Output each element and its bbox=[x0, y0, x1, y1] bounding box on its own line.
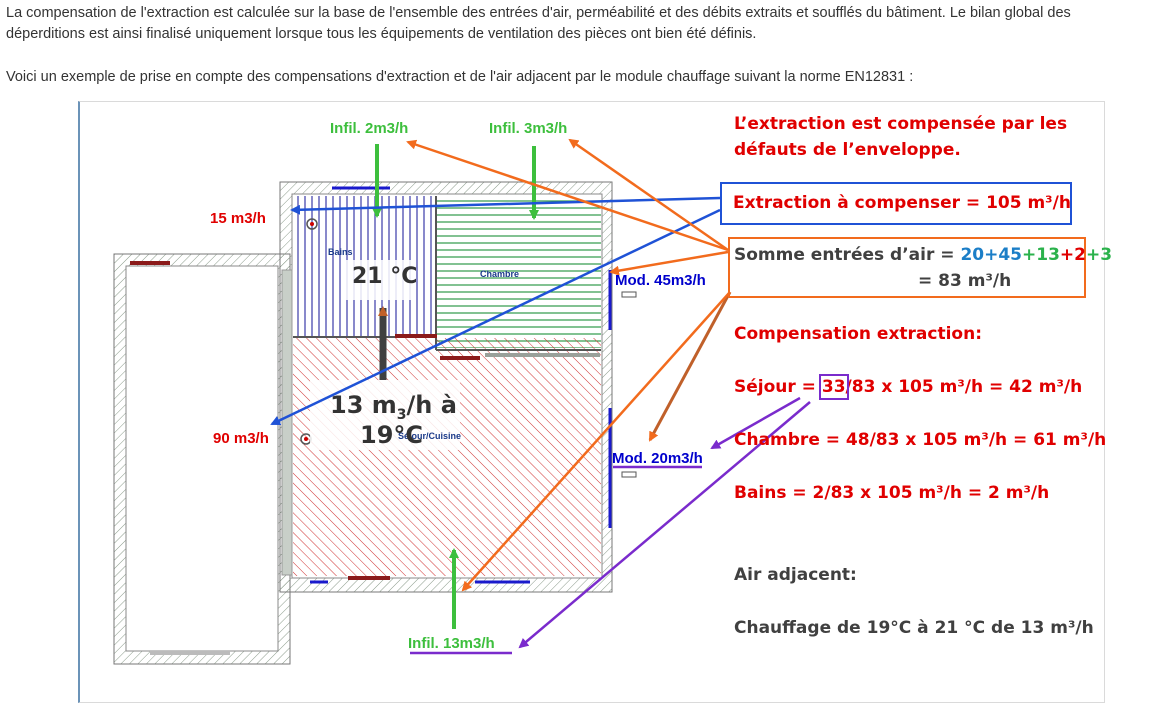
transfer-flow-label: 13 m3/h à bbox=[330, 391, 457, 423]
sum-result: = 83 m³/h bbox=[918, 271, 1012, 291]
temp-bains-label: 21 °C bbox=[352, 264, 418, 289]
sejour-line: Séjour = 33/83 x 105 m³/h = 42 m³/h bbox=[734, 374, 1083, 400]
ratio-arrow-mod bbox=[710, 396, 801, 450]
infil-sejour-label: Infil. 13m3/h bbox=[408, 635, 495, 652]
mod-sejour-label: Mod. 20m3/h bbox=[612, 450, 703, 467]
floor-plan-drawing bbox=[113, 138, 811, 665]
sum-line: Somme entrées d’air = 20+45+13+2+3 bbox=[734, 245, 1113, 265]
extract-arrow-bains bbox=[290, 196, 721, 215]
bains-line: Bains = 2/83 x 105 m³/h = 2 m³/h bbox=[734, 483, 1050, 503]
sum-box bbox=[728, 237, 1086, 298]
left-wing bbox=[113, 253, 291, 665]
intro-line-2: défauts de l’enveloppe. bbox=[734, 140, 961, 160]
extract-bains-label: 15 m3/h bbox=[210, 210, 266, 227]
extraction-box bbox=[720, 182, 1072, 225]
air-adjacent-line: Chauffage de 19°C à 21 °C de 13 m³/h bbox=[734, 618, 1094, 638]
sum-arrow-infil-sejour bbox=[461, 291, 731, 592]
infil-chambre-label: Infil. 3m3/h bbox=[489, 120, 568, 137]
room-label-bains: Bains bbox=[328, 247, 353, 257]
compensation-title: Compensation extraction: bbox=[734, 324, 983, 344]
room-label-cuisine: Séjour/Cuisine bbox=[398, 431, 462, 441]
mod-chambre-label: Mod. 45m3/h bbox=[615, 272, 706, 289]
extraction-box-text: Extraction à compenser = 105 m³/h bbox=[733, 193, 1071, 213]
intro-paragraph: La compensation de l'extraction est calc… bbox=[6, 5, 1071, 42]
example-paragraph: Voici un exemple de prise en compte des … bbox=[6, 69, 914, 85]
infil-bains-label: Infil. 2m3/h bbox=[330, 120, 409, 137]
chambre-line: Chambre = 48/83 x 105 m³/h = 61 m³/h bbox=[734, 430, 1107, 450]
intro-line-1: L’extraction est compensée par les bbox=[734, 114, 1068, 134]
sum-arrow-mod-chambre bbox=[609, 250, 729, 276]
air-adjacent-title: Air adjacent: bbox=[734, 565, 857, 585]
extract-arrow-sejour bbox=[270, 208, 721, 426]
sum-arrow-mod-sejour bbox=[648, 291, 732, 442]
sum-arrow-infil-chambre bbox=[568, 138, 729, 252]
room-label-chambre: Chambre bbox=[480, 269, 520, 279]
transfer-temp-label: 19°C bbox=[360, 421, 424, 449]
ventilation-diagram: Infil. 2m3/h Infil. 3m3/h Infil. 13m3/h … bbox=[78, 101, 1112, 703]
sum-arrow-infil-bains bbox=[406, 139, 729, 252]
ratio-arrow-infil bbox=[518, 401, 811, 649]
extract-sejour-label: 90 m3/h bbox=[213, 430, 269, 447]
